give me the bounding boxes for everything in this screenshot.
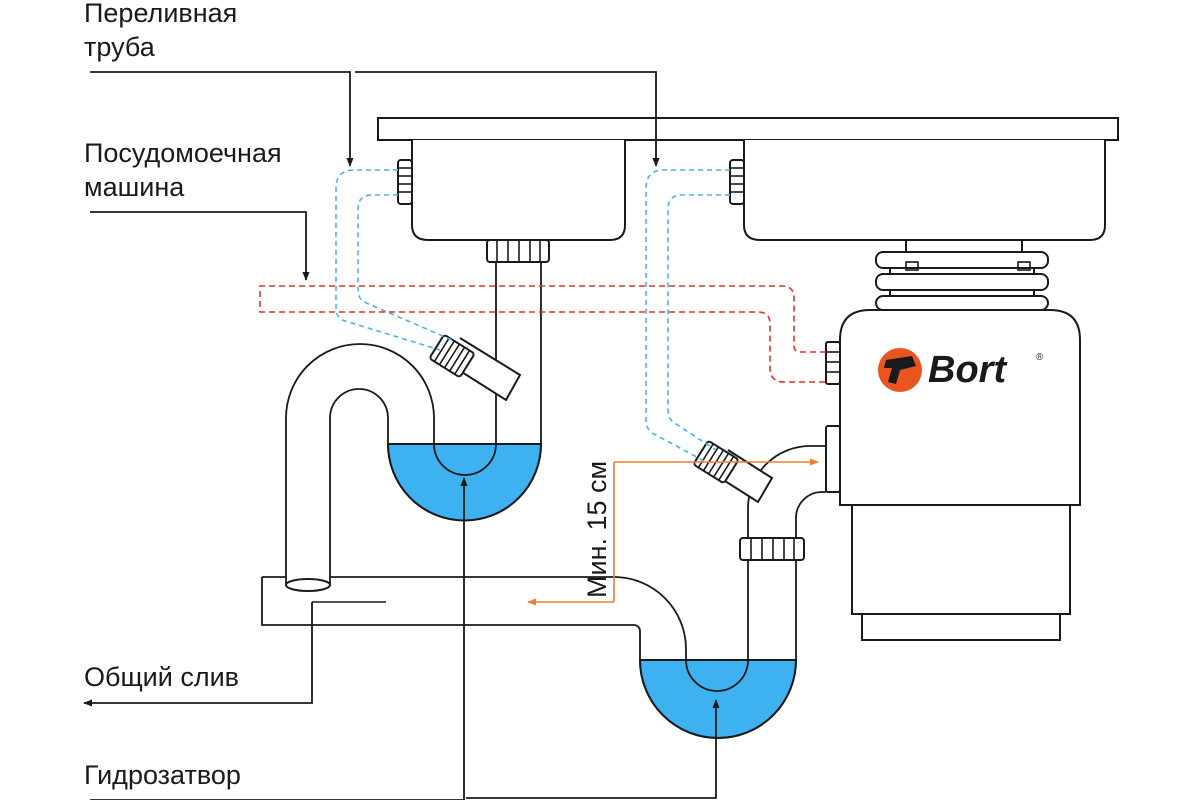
disposer-outlet-elbow <box>747 425 841 538</box>
left-overflow-branch <box>429 334 522 402</box>
min-distance-label: Мин. 15 см <box>582 461 612 598</box>
dishwasher-label-line1: Посудомоечная <box>84 138 282 168</box>
dishwasher-label-line2: машина <box>84 172 185 202</box>
left-overflow-hose <box>335 169 453 351</box>
left-trap-pipe <box>285 262 542 592</box>
common-drain-label: Общий слив <box>84 662 239 692</box>
common-drain-pipe <box>261 576 634 626</box>
left-overflow-fitting <box>397 159 413 205</box>
dishwasher-hose <box>259 285 826 383</box>
right-sink-basin <box>743 140 1106 241</box>
min-distance-dimension: Мин. 15 см <box>527 458 819 606</box>
overflow-label-line1: Переливная <box>84 0 237 28</box>
overflow-leader <box>90 71 660 167</box>
right-trap-pipe <box>613 560 797 739</box>
common-drain-leader <box>83 602 313 707</box>
right-overflow-hose <box>645 169 730 463</box>
dishwasher-leader <box>90 211 310 281</box>
bort-logo: Bort ® <box>878 348 1044 392</box>
right-overflow-fitting <box>729 159 745 205</box>
left-sink-basin <box>411 140 626 241</box>
left-drain-nut <box>486 239 550 263</box>
disposer-mount <box>875 239 1049 311</box>
right-overflow-branch <box>693 440 774 504</box>
right-trap-nut <box>739 537 805 561</box>
overflow-label-line2: труба <box>84 32 156 62</box>
bort-logo-text: Bort <box>928 349 1007 391</box>
countertop <box>377 117 1119 141</box>
water-seal-label: Гидрозатвор <box>84 760 241 790</box>
water-seal-leader <box>90 477 720 800</box>
right-trap-water <box>638 659 798 739</box>
bort-registered-mark: ® <box>1036 352 1044 363</box>
